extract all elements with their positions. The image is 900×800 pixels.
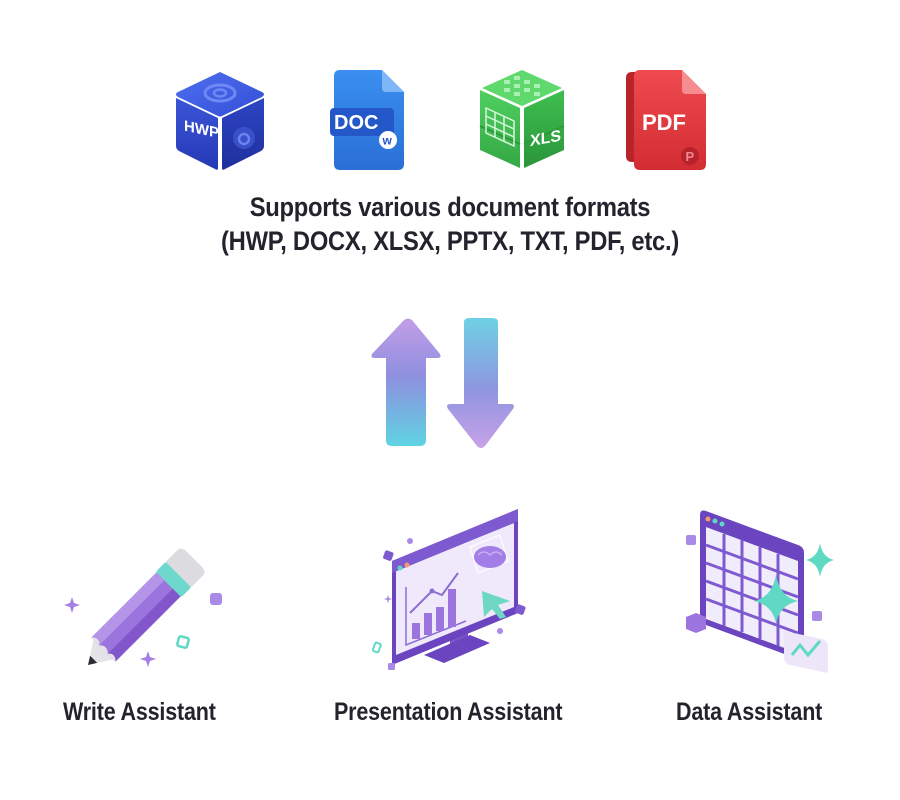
down-arrow — [447, 318, 514, 448]
presentation-assistant-label: Presentation Assistant — [334, 698, 563, 726]
sparkle-icon — [64, 597, 80, 613]
sparkle-icon — [754, 575, 798, 623]
hwp-icon: HWP — [172, 66, 268, 172]
pencil-icon — [60, 515, 230, 675]
square-outline-icon — [176, 635, 190, 649]
svg-text:P: P — [686, 149, 695, 164]
monitor-chart-icon — [370, 505, 550, 675]
up-arrow — [371, 318, 441, 446]
write-assistant-label: Write Assistant — [63, 698, 216, 726]
svg-text:DOC: DOC — [334, 112, 378, 134]
doc-icon: DOC w — [326, 66, 412, 172]
xls-icon: XLS — [474, 66, 570, 172]
cursor-icon — [482, 591, 510, 619]
pdf-icon: PDF P — [622, 66, 710, 172]
svg-text:XLS: XLS — [530, 127, 561, 150]
formats-list: (HWP, DOCX, XLSX, PPTX, TXT, PDF, etc.) — [221, 226, 679, 256]
sparkle-icon — [140, 651, 156, 667]
spreadsheet-icon — [672, 505, 842, 675]
data-assistant-label: Data Assistant — [676, 698, 823, 726]
up-down-arrows-icon — [364, 316, 520, 452]
cube-icon — [210, 593, 222, 605]
svg-text:w: w — [382, 134, 393, 148]
svg-text:PDF: PDF — [642, 110, 686, 135]
sparkle-icon — [806, 543, 834, 577]
formats-title: Supports various document formats — [249, 192, 651, 222]
formats-heading: Supports various document formats (HWP, … — [54, 190, 846, 258]
